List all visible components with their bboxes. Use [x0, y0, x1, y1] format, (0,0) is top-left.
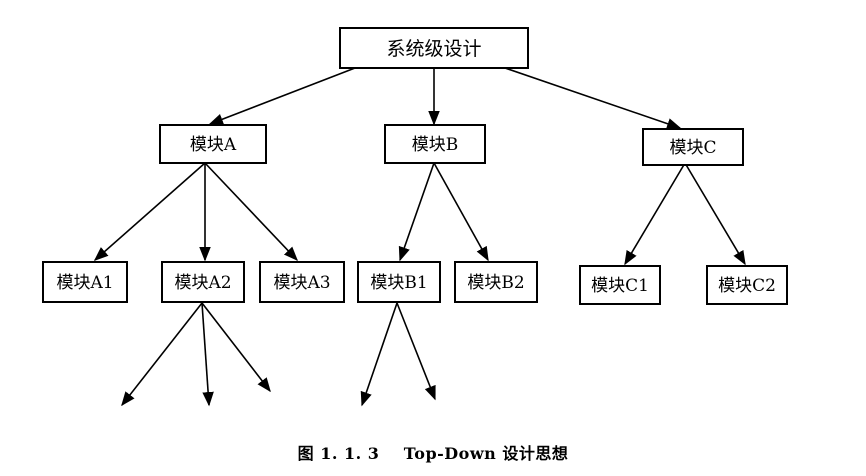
node-submodule-c2: 模块C2 [706, 265, 788, 305]
node-module-a-label: 模块A [190, 135, 237, 155]
figure-caption-text: Top-Down 设计思想 [403, 444, 569, 463]
node-submodule-c2-label: 模块C2 [718, 276, 776, 296]
node-module-b: 模块B [384, 124, 486, 164]
figure-caption-number: 图 1. 1. 3 [297, 444, 380, 463]
node-submodule-a3: 模块A3 [259, 261, 345, 303]
branch-b1-left [360, 302, 398, 407]
edge-root-to-module-a [208, 67, 356, 125]
node-module-a: 模块A [159, 124, 267, 164]
node-submodule-c1-label: 模块C1 [591, 276, 649, 296]
node-submodule-c1: 模块C1 [579, 265, 661, 305]
node-submodule-b2: 模块B2 [454, 261, 538, 303]
edge-module-b-to-b2 [433, 162, 489, 262]
node-module-c-label: 模块C [669, 138, 716, 158]
node-submodule-b1: 模块B1 [357, 261, 441, 303]
node-submodule-a1-label: 模块A1 [56, 273, 113, 293]
branch-a2-middle [201, 302, 214, 407]
node-module-b-label: 模块B [412, 135, 459, 155]
edges-modules-to-submodules [93, 162, 746, 266]
node-root: 系统级设计 [339, 27, 529, 69]
edge-module-a-to-a1 [93, 162, 206, 261]
figure-caption: 图 1. 1. 3 Top-Down 设计思想 [0, 440, 866, 464]
node-root-label: 系统级设计 [386, 38, 481, 60]
branch-a2-right [201, 302, 271, 393]
edge-module-b-to-b1 [398, 162, 435, 262]
node-submodule-a1: 模块A1 [42, 261, 128, 303]
node-submodule-b1-label: 模块B1 [370, 273, 427, 293]
branch-b1-right [396, 302, 436, 401]
node-module-c: 模块C [642, 128, 744, 166]
open-branches [121, 302, 436, 407]
node-submodule-b2-label: 模块B2 [467, 273, 524, 293]
edges-root-to-modules [208, 67, 682, 130]
node-submodule-a2-label: 模块A2 [174, 273, 231, 293]
edge-module-a-to-a3 [204, 162, 298, 262]
node-submodule-a2: 模块A2 [161, 261, 245, 303]
branch-a2-left [121, 302, 203, 407]
figure-caption-gap [379, 444, 403, 463]
edge-root-to-module-c [504, 67, 682, 130]
edge-module-c-to-c1 [624, 162, 686, 266]
edge-module-c-to-c2 [684, 162, 746, 266]
node-submodule-a3-label: 模块A3 [273, 273, 330, 293]
